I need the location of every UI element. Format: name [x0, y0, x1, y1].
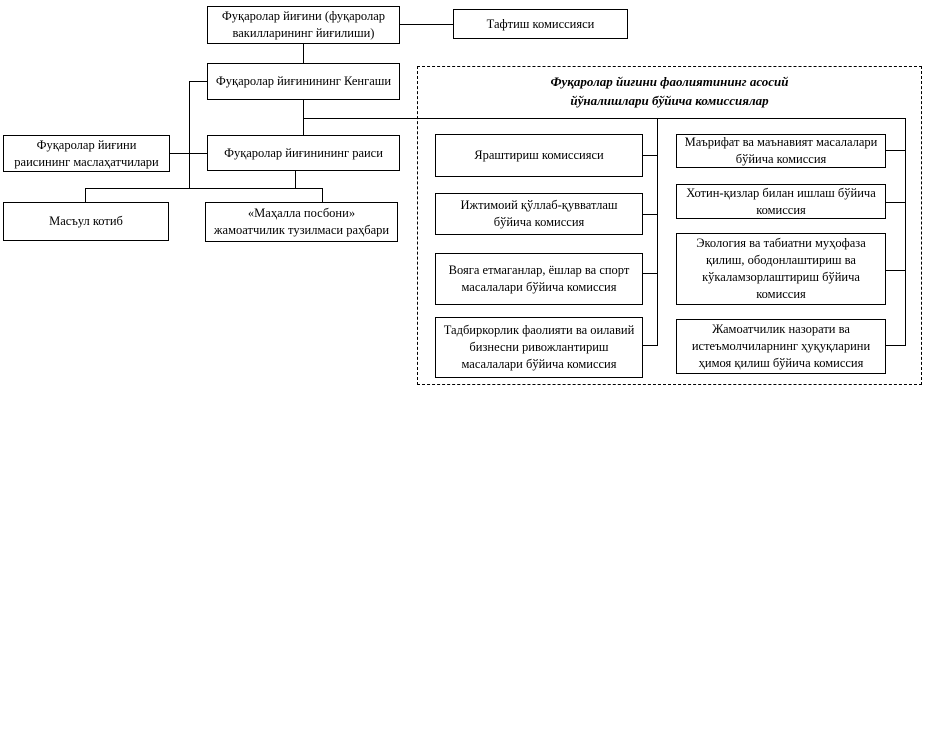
node-commission-entrepreneurship: Тадбиркорлик фаолияти ва оилавий бизнесн…	[435, 317, 643, 378]
stub-commission-left-0	[643, 155, 657, 156]
connector-central-distribution	[657, 118, 658, 346]
connector-bottom-bus	[85, 188, 323, 189]
node-commission-women: Хотин-қизлар билан ишлаш бўйича комиссия	[676, 184, 886, 219]
node-chairman-advisors: Фуқаролар йиғини раисининг маслаҳатчилар…	[3, 135, 170, 172]
connector-drop-posboni	[322, 188, 323, 202]
connector-council-left-stub	[189, 81, 207, 82]
node-executive-secretary: Масъул котиб	[3, 202, 169, 241]
connector-assembly-audit	[400, 24, 453, 25]
stub-commission-right-2	[886, 270, 905, 271]
node-audit-commission: Тафтиш комиссияси	[453, 9, 628, 39]
node-citizens-assembly: Фуқаролар йиғини (фуқаролар вакилларинин…	[207, 6, 400, 44]
node-commission-minors-youth-sport: Вояга етмаганлар, ёшлар ва спорт масалал…	[435, 253, 643, 305]
connector-council-chairman	[303, 100, 304, 135]
stub-commission-right-3	[886, 345, 905, 346]
connector-drop-secretary	[85, 188, 86, 202]
stub-commission-left-3	[643, 345, 657, 346]
node-commission-enlightenment: Маърифат ва маънавият масалалари бўйича …	[676, 134, 886, 168]
node-assembly-council: Фуқаролар йиғинининг Кенгаши	[207, 63, 400, 100]
connector-advisors-chairman	[170, 153, 207, 154]
node-commission-public-control: Жамоатчилик назорати ва истеъмолчиларнин…	[676, 319, 886, 374]
connector-chairman-down	[295, 171, 296, 188]
commissions-group-frame	[417, 66, 922, 385]
stub-commission-left-1	[643, 214, 657, 215]
node-assembly-chairman: Фуқаролар йиғинининг раиси	[207, 135, 400, 171]
stub-commission-right-0	[886, 150, 905, 151]
node-commission-social-support: Ижтимоий қўллаб-қувватлаш бўйича комисси…	[435, 193, 643, 235]
connector-assembly-council	[303, 44, 304, 63]
stub-commission-left-2	[643, 273, 657, 274]
connector-right-distribution	[905, 118, 906, 346]
stub-commission-right-1	[886, 202, 905, 203]
commissions-group-title: Фуқаролар йиғини фаолиятининг асосий йўн…	[550, 74, 789, 108]
node-commission-reconciliation: Яраштириш комиссияси	[435, 134, 643, 177]
connector-council-down	[189, 81, 190, 189]
node-mahalla-posboni-head: «Маҳалла посбони» жамоатчилик тузилмаси …	[205, 202, 398, 242]
connector-commissions-feeder	[303, 118, 906, 119]
node-commission-ecology: Экология ва табиатни муҳофаза қилиш, обо…	[676, 233, 886, 305]
